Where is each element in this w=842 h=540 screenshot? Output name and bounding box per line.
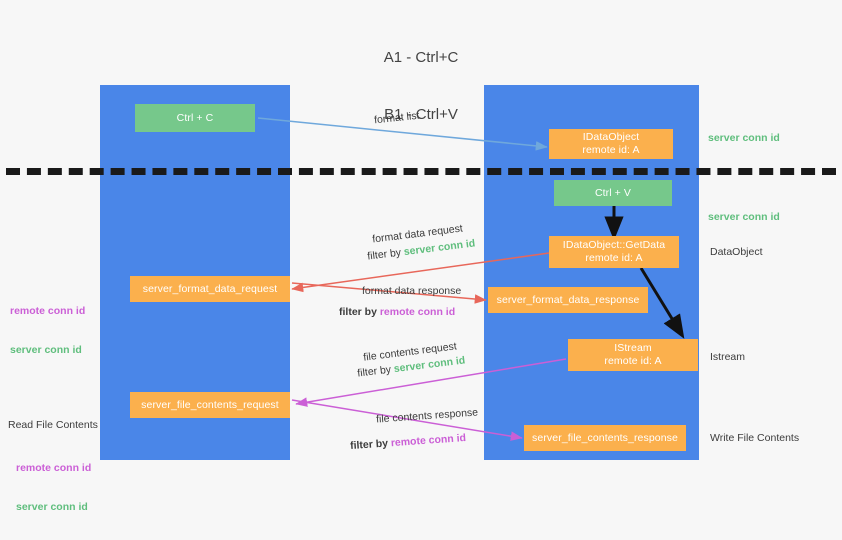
box-ctrl-v-label: Ctrl + V [594,186,632,199]
edge-label-format-data-response: format data response [362,285,462,297]
label-right-dataobject: DataObject [710,246,763,258]
label-server-conn-id: server conn id [16,501,88,513]
box-server-file-contents-request-label: server_file_contents_request [141,398,279,411]
box-server-file-contents-request[interactable]: server_file_contents_request [130,392,290,418]
box-server-format-data-response-label: server_format_data_response [496,293,640,306]
box-ctrl-v[interactable]: Ctrl + V [554,180,672,206]
box-idataobject-getdata-label: IDataObject::GetData [562,239,666,251]
box-istream[interactable]: IStream remote id: A [568,339,698,371]
box-idataobject-getdata[interactable]: IDataObject::GetData remote id: A [549,236,679,268]
box-istream-remote-id: remote id: A [604,355,662,367]
filter-prefix: filter by [349,437,392,453]
label-right-server-conn-id-2: server conn id [708,211,780,223]
filter-prefix: filter by [339,306,380,318]
label-right-write-file-contents: Write File Contents [710,432,800,444]
label-remote-conn-id: remote conn id [10,305,86,317]
dashed-divider [6,168,836,175]
box-server-file-contents-response[interactable]: server_file_contents_response [524,425,686,451]
label-left-conn-ids-1: remote conn id server conn id [10,279,85,383]
title-line-1: A1 - Ctrl+C [383,49,459,66]
box-istream-label: IStream [614,342,652,354]
box-server-file-contents-response-label: server_file_contents_response [532,431,678,444]
box-idataobject-create-remote-id: remote id: A [582,144,640,156]
filter-value-remote-conn-id: remote conn id [379,306,456,318]
filter-value-remote-conn-id: remote conn id [390,431,467,450]
box-server-format-data-request-label: server_format_data_request [142,282,278,295]
filter-format-data-response: filter by remote conn id [339,305,455,319]
box-server-format-data-response[interactable]: server_format_data_response [488,287,648,313]
label-right-istream: Istream [710,351,746,363]
box-ctrl-c-label: Ctrl + C [176,111,214,124]
label-remote-conn-id: remote conn id [16,462,92,474]
edge-label-file-contents-response: file contents response [375,406,479,426]
filter-prefix: filter by [366,246,405,263]
filter-prefix: filter by [356,363,395,380]
label-left-read-file-contents: Read File Contents remote conn id server… [8,393,98,540]
label-server-conn-id: server conn id [10,344,82,356]
label-read-file-contents-heading: Read File Contents [8,419,98,431]
label-right-server-conn-id-1: server conn id [708,132,780,144]
box-idataobject-getdata-remote-id: remote id: A [585,252,643,264]
box-ctrl-c[interactable]: Ctrl + C [135,104,255,132]
diagram-canvas: A1 - Ctrl+C B1 - Ctrl+V A1 remote B1 con… [6,49,836,513]
box-server-format-data-request[interactable]: server_format_data_request [130,276,290,302]
box-idataobject-create[interactable]: IDataObject remote id: A [549,129,673,159]
filter-file-contents-response: filter by remote conn id [350,431,467,453]
box-idataobject-create-label: IDataObject [582,131,640,143]
